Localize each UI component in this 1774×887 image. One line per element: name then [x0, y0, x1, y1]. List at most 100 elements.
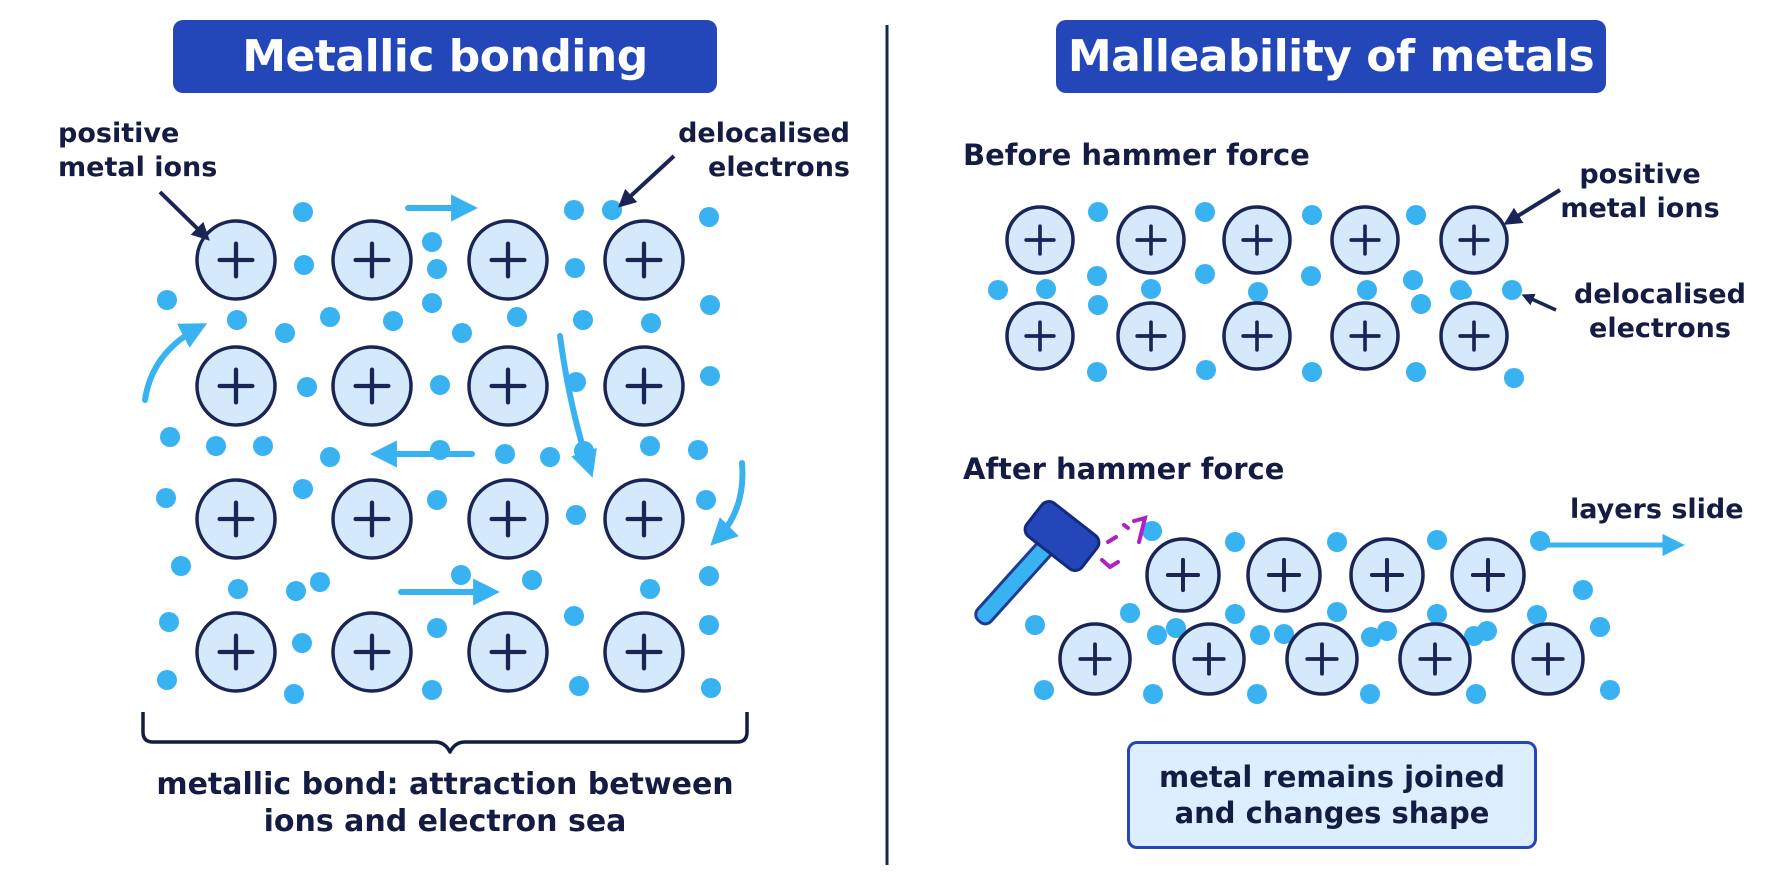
plus-sign-icon: [1305, 642, 1339, 676]
flow-arrow-icon: [710, 460, 746, 546]
metal-ion: [603, 219, 685, 301]
result-line: metal remains joined: [1159, 760, 1505, 794]
plus-sign-icon: [1192, 642, 1226, 676]
electron: [294, 255, 314, 275]
result-line: and changes shape: [1174, 796, 1490, 830]
title-malleability: Malleability of metals: [1056, 20, 1606, 93]
electron: [1301, 266, 1321, 286]
caption-line: ions and electron sea: [263, 804, 627, 839]
plus-sign-icon: [1165, 557, 1201, 593]
metal-ion: [467, 345, 549, 427]
metal-ion: [1222, 301, 1292, 371]
electron: [1034, 680, 1054, 700]
metal-ion: [1439, 205, 1509, 275]
metal-ion: [1116, 301, 1186, 371]
plus-sign-icon: [217, 241, 255, 279]
hammer-icon: [974, 500, 1101, 626]
electron: [422, 680, 442, 700]
electron: [253, 436, 273, 456]
plus-sign-icon: [1458, 224, 1490, 256]
electron: [1502, 280, 1522, 300]
metal-ion: [331, 345, 413, 427]
electron: [1357, 280, 1377, 300]
electron: [564, 606, 584, 626]
metal-ion: [1450, 537, 1526, 613]
electron: [1411, 294, 1431, 314]
electron: [427, 490, 447, 510]
label-line: electrons: [708, 152, 850, 183]
electron: [293, 202, 313, 222]
electron: [286, 581, 306, 601]
electron: [1427, 530, 1447, 550]
electron: [451, 565, 471, 585]
electron: [1248, 282, 1268, 302]
electron: [495, 444, 515, 464]
metal-ion: [1116, 205, 1186, 275]
electron: [565, 258, 585, 278]
result-box: metal remains joined and changes shape: [1127, 741, 1537, 849]
plus-sign-icon: [1241, 320, 1273, 352]
plus-sign-icon: [1369, 557, 1405, 593]
electron: [1225, 532, 1245, 552]
electron: [569, 676, 589, 696]
metal-ion: [331, 611, 413, 693]
bond-brace: [141, 712, 749, 754]
electron: [422, 293, 442, 313]
electron: [700, 295, 720, 315]
label-positive-metal-ions: positive metal ions: [58, 117, 217, 185]
plus-sign-icon: [489, 633, 527, 671]
metal-ion: [1246, 537, 1322, 613]
electron: [422, 232, 442, 252]
plus-sign-icon: [1078, 642, 1112, 676]
metal-ion: [1005, 301, 1075, 371]
label-line: positive: [1579, 159, 1701, 190]
plus-sign-icon: [353, 633, 391, 671]
metal-ion: [603, 345, 685, 427]
metal-ion: [603, 478, 685, 560]
metal-ion: [1330, 301, 1400, 371]
flow-arrow-icon: [557, 333, 597, 478]
electron: [640, 579, 660, 599]
electron: [602, 200, 622, 220]
plus-sign-icon: [489, 500, 527, 538]
label-positive-metal-ions-right: positive metal ions: [1550, 158, 1730, 226]
electron: [507, 307, 527, 327]
plus-sign-icon: [1241, 224, 1273, 256]
electron: [566, 505, 586, 525]
electron: [159, 612, 179, 632]
electron: [1120, 603, 1140, 623]
caption-line: metallic bond: attraction between: [156, 767, 734, 802]
electron: [452, 323, 472, 343]
electron: [700, 366, 720, 386]
electron: [292, 633, 312, 653]
electron: [156, 488, 176, 508]
electron: [1036, 279, 1056, 299]
electron: [1403, 270, 1423, 290]
electron: [1250, 625, 1270, 645]
metal-ion: [1172, 622, 1246, 696]
label-line: metal ions: [1560, 193, 1720, 224]
electron: [275, 323, 295, 343]
electron: [564, 200, 584, 220]
electron: [540, 447, 560, 467]
electron: [157, 290, 177, 310]
electron: [427, 618, 447, 638]
plus-sign-icon: [353, 241, 391, 279]
label-line: positive: [58, 118, 180, 149]
plus-sign-icon: [1470, 557, 1506, 593]
electron: [1327, 532, 1347, 552]
electron: [1427, 604, 1447, 624]
label-delocalised-electrons-right: delocalised electrons: [1560, 278, 1760, 346]
electron: [430, 375, 450, 395]
metal-ion: [1330, 205, 1400, 275]
impact-marks-icon: [1100, 515, 1148, 570]
electron: [1361, 627, 1381, 647]
electron: [320, 307, 340, 327]
electron: [699, 207, 719, 227]
electron: [641, 313, 661, 333]
electron: [1142, 521, 1162, 541]
metal-ion: [467, 611, 549, 693]
electron: [688, 440, 708, 460]
plus-sign-icon: [625, 241, 663, 279]
